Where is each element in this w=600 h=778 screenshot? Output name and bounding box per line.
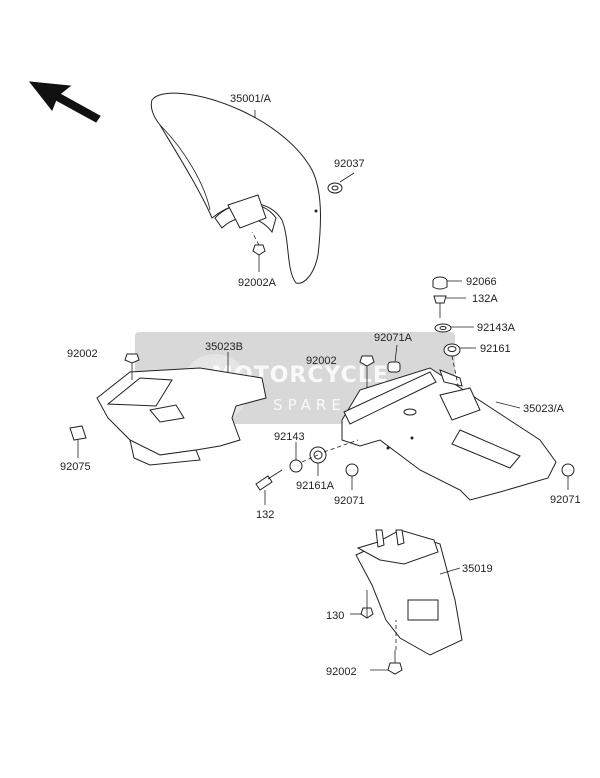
- bolt-92002-left[interactable]: [124, 353, 140, 380]
- front-fender[interactable]: [150, 92, 321, 284]
- label-130: 130: [326, 610, 344, 622]
- label-92143: 92143: [274, 431, 305, 443]
- label-92002-mid: 92002: [306, 355, 337, 367]
- grommet-92161[interactable]: [443, 343, 461, 357]
- label-132A: 132A: [472, 293, 498, 305]
- label-92161A: 92161A: [296, 480, 335, 492]
- label-92071-mid: 92071: [334, 495, 365, 507]
- label-92143A: 92143A: [477, 322, 516, 334]
- license-bracket[interactable]: [355, 529, 463, 656]
- grommet-92071-right[interactable]: [561, 463, 575, 477]
- grommet-92071-mid[interactable]: [345, 463, 359, 477]
- label-92002-bottom: 92002: [326, 666, 357, 678]
- cap-92066[interactable]: [432, 276, 448, 290]
- label-132: 132: [256, 509, 274, 521]
- rear-fender[interactable]: [341, 367, 557, 501]
- label-35023A: 35023/A: [523, 403, 565, 415]
- label-92066: 92066: [466, 276, 497, 288]
- label-92075: 92075: [60, 461, 91, 473]
- bolt-92002A[interactable]: [252, 244, 266, 262]
- label-92002-left: 92002: [67, 348, 98, 360]
- bolt-132[interactable]: [255, 469, 283, 491]
- label-92071A: 92071A: [374, 332, 413, 344]
- label-92002A: 92002A: [238, 277, 277, 289]
- label-35023B: 35023B: [205, 341, 243, 353]
- bolt-130[interactable]: [360, 590, 374, 619]
- label-92161: 92161: [480, 343, 511, 355]
- pad-92075[interactable]: [69, 425, 87, 441]
- front-direction-arrow-icon: [28, 81, 101, 123]
- inner-rear-fender[interactable]: [96, 367, 267, 466]
- bolt-132A[interactable]: [433, 295, 447, 318]
- grommet-92071A[interactable]: [387, 361, 401, 373]
- clamp-92037[interactable]: [327, 182, 343, 194]
- bolt-92002-mid[interactable]: [359, 355, 375, 388]
- washer-92143A[interactable]: [434, 323, 452, 333]
- label-35001A: 35001/A: [230, 93, 272, 105]
- label-92071-right: 92071: [550, 494, 581, 506]
- washer-92143[interactable]: [289, 459, 303, 473]
- bolt-92002-bottom[interactable]: [387, 650, 403, 675]
- label-35019: 35019: [462, 563, 493, 575]
- label-92037: 92037: [334, 158, 365, 170]
